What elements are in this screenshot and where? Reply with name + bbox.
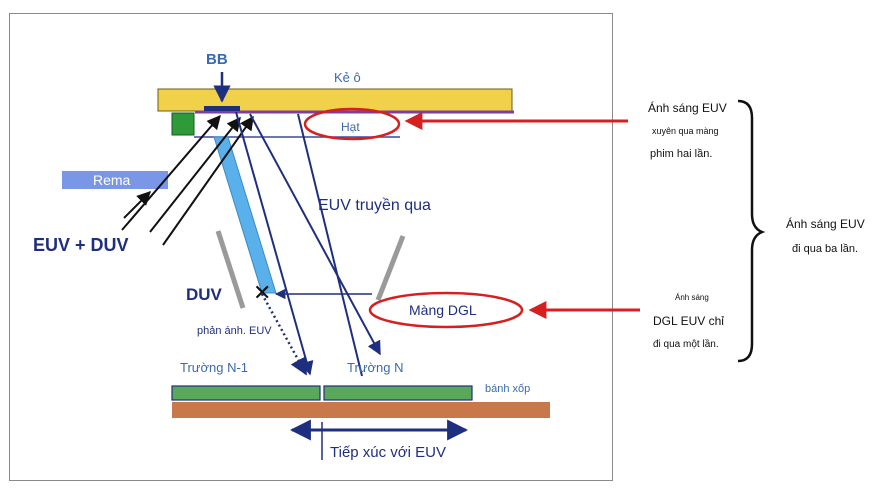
label-truong-n1: Trường N-1: [180, 360, 248, 375]
dgl-pellicle-left: [215, 230, 246, 309]
note-bottom-line-1: Ánh sáng: [675, 293, 709, 302]
field-n-minus-1: [171, 385, 321, 401]
label-phan-anh-euv: phản ánh. EUV: [197, 325, 272, 337]
note-bottom-line-3: đi qua một lần.: [653, 338, 719, 350]
note-top-line-2: xuyên qua màng: [652, 126, 719, 136]
euv-reflect-dotted: [260, 293, 308, 376]
label-bb: BB: [206, 51, 228, 68]
label-hat: Hạt: [341, 120, 360, 134]
dgl-pellicle-right: [375, 235, 406, 301]
label-euv-truyen-qua: EUV truyền qua: [318, 197, 431, 214]
dgl-callout: [368, 291, 524, 329]
incoming-arrow-1: [121, 114, 221, 231]
block-mark: ✕: [253, 280, 271, 305]
euv-path-mid: [249, 113, 381, 356]
note-right-line-1: Ánh sáng EUV: [786, 216, 865, 231]
right-brace: [737, 99, 766, 363]
pellicle-frame: [171, 112, 195, 136]
incoming-arrow-3: [162, 115, 254, 246]
rema-block: [62, 171, 168, 189]
rema-arrow: [123, 191, 151, 219]
bb-block: [204, 106, 240, 111]
label-mang-dgl: Màng DGL: [409, 302, 477, 318]
note-top-line-1: Ánh sáng EUV: [648, 100, 727, 115]
note-top-line-3: phim hai lần.: [650, 148, 712, 160]
euv-path-right: [297, 113, 363, 377]
label-rema: Rema: [93, 172, 131, 188]
label-truong-n: Trường N: [347, 360, 403, 375]
wafer: [172, 402, 550, 418]
label-tiep-xuc: Tiếp xúc với EUV: [330, 444, 446, 461]
note-bottom-line-2: DGL EUV chỉ: [653, 314, 724, 328]
note-right-line-2: đi qua ba lần.: [792, 243, 858, 255]
label-duv: DUV: [186, 285, 223, 304]
label-banh-xop: bánh xốp: [485, 383, 530, 395]
hat-callout: [303, 107, 401, 141]
label-euv-duv: EUV + DUV: [33, 235, 129, 255]
euv-path-left: [235, 111, 314, 376]
label-ke-o: Kẻ ô: [334, 70, 361, 85]
incoming-arrow-2: [149, 116, 241, 233]
field-n: [323, 385, 473, 401]
